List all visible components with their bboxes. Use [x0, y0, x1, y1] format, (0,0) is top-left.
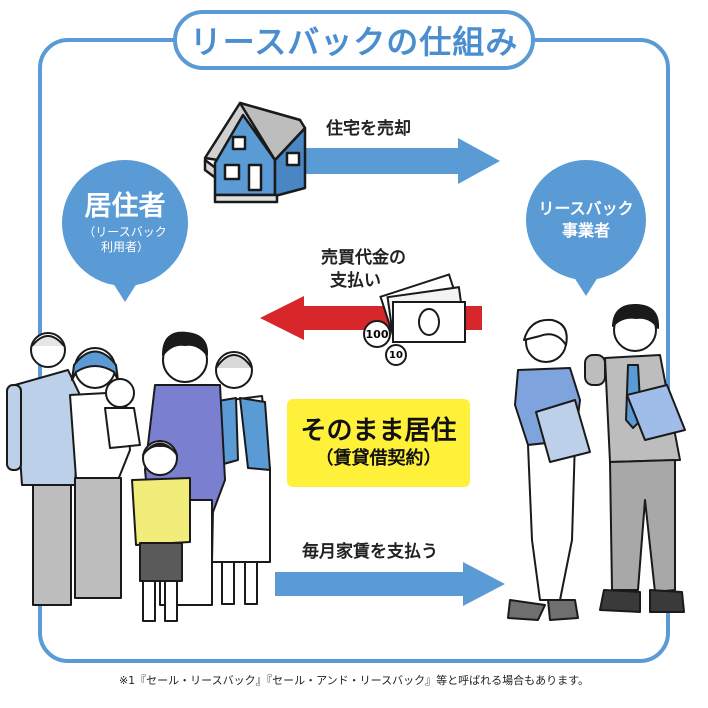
stay-sub-text: （賃貸借契約） — [315, 448, 442, 469]
residents-family — [6, 331, 271, 622]
company-line-2: 事業者 — [561, 221, 610, 240]
coin-100-label: 100 — [365, 327, 389, 341]
payment-label-1: 売買代金の — [321, 248, 406, 268]
leaseback-company-staff — [507, 303, 686, 621]
coin-10-label: 10 — [389, 349, 403, 361]
sell-house-label: 住宅を売却 — [326, 119, 411, 139]
banknotes-icon — [379, 273, 466, 343]
stay-main-text: そのまま居住 — [300, 416, 457, 446]
page-title-text: リースバックの仕組み — [189, 23, 519, 61]
coin-10: 10 — [385, 344, 407, 366]
resident-bubble: 居住者 （リースバック 利用者） — [62, 160, 188, 286]
payment-label-2: 支払い — [330, 271, 381, 291]
monthly-rent-label: 毎月家賃を支払う — [302, 542, 438, 562]
house-icon — [203, 101, 307, 204]
company-bubble: リースバック 事業者 — [526, 160, 646, 280]
stay-in-place-box: そのまま居住 （賃貸借契約） — [287, 399, 470, 487]
resident-note-2: 利用者） — [100, 239, 149, 254]
company-bubble-tail — [572, 274, 600, 296]
resident-name: 居住者 — [84, 190, 166, 222]
page-title: リースバックの仕組み — [173, 10, 535, 70]
resident-bubble-tail — [111, 280, 139, 302]
sell-arrow — [298, 138, 500, 184]
coin-100: 100 — [363, 320, 391, 348]
company-line-1: リースバック — [538, 199, 634, 218]
rent-arrow — [275, 562, 505, 606]
resident-note-1: （リースバック — [83, 224, 167, 239]
footnote: ※1『セール・リースバック』『セール・アンド・リースバック』等と呼ばれる場合もあ… — [118, 674, 590, 687]
